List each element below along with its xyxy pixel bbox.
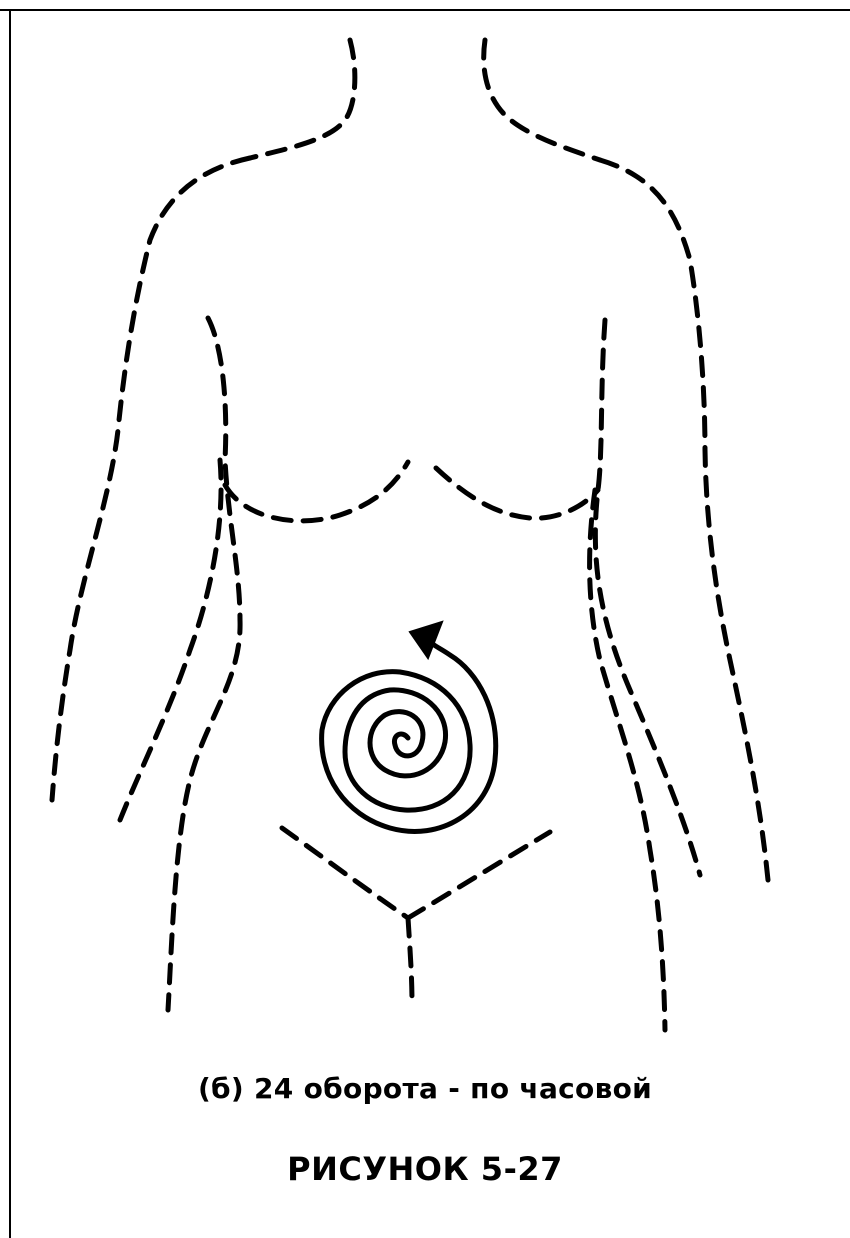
neck-right-outline bbox=[484, 40, 600, 160]
left-inner-arm-outline bbox=[120, 460, 221, 820]
figure-caption: (б) 24 оборота - по часовой bbox=[0, 1072, 850, 1105]
pelvis-left-outline bbox=[282, 828, 408, 918]
left-torso-side-outline bbox=[168, 318, 240, 1010]
left-chest-outline bbox=[225, 462, 408, 521]
right-inner-arm-outline bbox=[595, 320, 700, 875]
spiral-arrowhead bbox=[410, 622, 442, 658]
right-shoulder-arm-outline bbox=[600, 160, 768, 880]
right-torso-side-outline bbox=[590, 490, 665, 1030]
neck-left-outline bbox=[250, 40, 355, 158]
clockwise-spiral-path bbox=[322, 640, 496, 831]
right-chest-outline bbox=[436, 468, 598, 518]
torso-diagram bbox=[0, 0, 850, 1060]
figure-label: РИСУНОК 5-27 bbox=[0, 1150, 850, 1188]
pelvis-right-outline bbox=[408, 832, 550, 918]
groin-center-outline bbox=[408, 918, 412, 1005]
